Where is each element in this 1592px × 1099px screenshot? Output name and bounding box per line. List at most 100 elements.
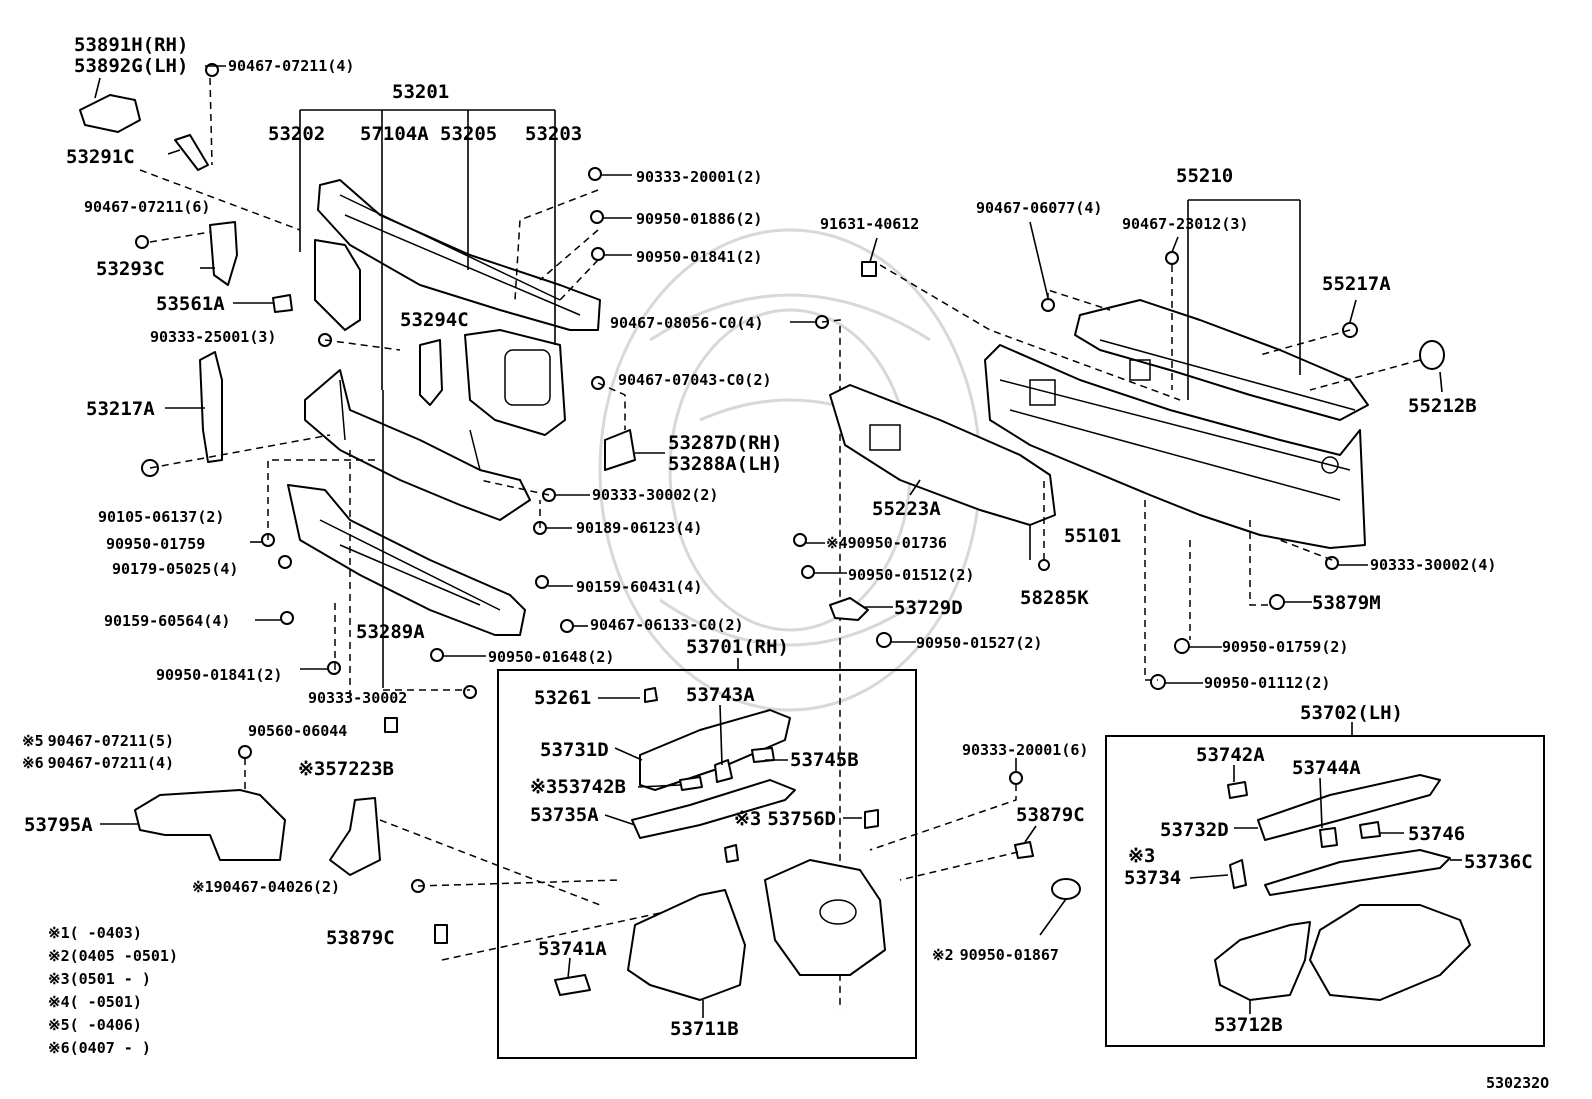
label-90333-30002-2: 90333-30002(2) — [592, 486, 718, 504]
note-mark: ※4 — [48, 993, 70, 1011]
note-range: (0405 -0501) — [70, 947, 178, 965]
mark-6: ※6 — [22, 754, 44, 772]
label-53745b: 53745B — [790, 749, 859, 771]
hood-hinge-bracket[interactable] — [79, 94, 141, 133]
label-90467-08056: 90467-08056-C0(4) — [610, 314, 764, 332]
bracket-53294c[interactable] — [419, 339, 443, 406]
apron-53711b[interactable] — [627, 889, 746, 1001]
label-53203: 53203 — [525, 123, 582, 145]
label-90333-25001: 90333-25001(3) — [150, 328, 276, 346]
upper-radiator-support[interactable] — [317, 179, 601, 331]
bracket-53291c[interactable] — [174, 134, 209, 171]
label-90950-01841-a: 90950-01841(2) — [156, 666, 282, 684]
label-90333-20001-6: 90333-20001(6) — [962, 741, 1088, 759]
label-53291c: 53291C — [66, 146, 135, 168]
label-90333-30002-4: 90333-30002(4) — [1370, 556, 1496, 574]
label-90179-05025: 90179-05025(4) — [112, 560, 238, 578]
label-53731d: 53731D — [540, 739, 609, 761]
bracket-57223b[interactable] — [329, 797, 381, 876]
label-57223b: ※357223B — [298, 758, 394, 780]
label-90189-06123: 90189-06123(4) — [576, 519, 702, 537]
note-range: (0407 - ) — [70, 1039, 151, 1057]
label-90467-07211-5-text: 90467-07211(5) — [48, 732, 174, 750]
label-90467-07211-4: 90467-07211(4) — [228, 57, 354, 75]
dash-panel-55101[interactable] — [984, 344, 1366, 549]
clip-53561a[interactable] — [272, 294, 293, 313]
label-53743a: 53743A — [686, 684, 755, 706]
label-90950-01112: 90950-01112(2) — [1204, 674, 1330, 692]
note-mark: ※5 — [48, 1016, 70, 1034]
label-90333-30002: 90333-30002 — [308, 689, 407, 707]
note-6: ※6(0407 - ) — [48, 1039, 151, 1057]
dash-panel-upper-55210[interactable] — [1074, 299, 1369, 421]
note-range: ( -0501) — [70, 993, 142, 1011]
label-53795a: 53795A — [24, 814, 93, 836]
box-53701-rh — [497, 658, 917, 1059]
diagram-code: 530232O — [1486, 1074, 1549, 1092]
note-3: ※3(0501 - ) — [48, 970, 151, 988]
note-range: ( -0406) — [70, 1016, 142, 1034]
rail-53732d[interactable] — [1257, 774, 1441, 841]
label-53712b: 53712B — [1214, 1014, 1283, 1036]
label-53756d-text: 53756D — [767, 808, 836, 830]
tower-rh[interactable] — [764, 859, 886, 976]
bracket-53217a[interactable] — [199, 351, 223, 463]
label-53729d: 53729D — [894, 597, 963, 619]
label-53879m: 53879M — [1312, 592, 1381, 614]
rail-53736c[interactable] — [1264, 849, 1451, 896]
label-53294c: 53294C — [400, 309, 469, 331]
side-support-right[interactable] — [464, 329, 566, 436]
label-90560-06044: 90560-06044 — [248, 722, 347, 740]
label-90950-01841-b: 90950-01841(2) — [636, 248, 762, 266]
tower-lh[interactable] — [1309, 904, 1471, 1001]
mark-1: ※1 — [192, 878, 214, 896]
label-53201: 53201 — [392, 81, 449, 103]
label-53741a: 53741A — [538, 938, 607, 960]
label-90950-01759: 90950-01759 — [106, 535, 205, 553]
label-53892g: 53892G(LH) — [74, 55, 188, 77]
label-53879c-right: 53879C — [1016, 804, 1085, 826]
label-90467-07211-6: 90467-07211(6) — [84, 198, 210, 216]
label-53702: 53702(LH) — [1300, 702, 1403, 724]
label-53701: 53701(RH) — [686, 636, 789, 658]
rail-53735a[interactable] — [631, 779, 796, 839]
mark-4: ※4 — [826, 534, 848, 552]
lower-radiator-support[interactable] — [304, 369, 531, 521]
label-53744a: 53744A — [1292, 757, 1361, 779]
bracket-53287d[interactable] — [604, 429, 636, 471]
note-5: ※5( -0406) — [48, 1016, 142, 1034]
footnote-legend: ※1( -0403) ※2(0405 -0501) ※3(0501 - ) ※4… — [48, 924, 178, 1057]
side-support-left[interactable] — [314, 239, 361, 331]
bracket-53795a[interactable] — [134, 789, 286, 861]
label-55223a: 55223A — [872, 498, 941, 520]
label-90333-20001-2: 90333-20001(2) — [636, 168, 762, 186]
label-53561a: 53561A — [156, 293, 225, 315]
label-90950-01512: 90950-01512(2) — [848, 566, 974, 584]
mark-2: ※2 — [932, 946, 954, 964]
note-4: ※4( -0501) — [48, 993, 142, 1011]
label-90950-01527: 90950-01527(2) — [916, 634, 1042, 652]
label-91631-40612: 91631-40612 — [820, 215, 919, 233]
bracket-53293c[interactable] — [209, 221, 238, 286]
label-90467-07211-4b-text: 90467-07211(4) — [48, 754, 174, 772]
label-53742a: 53742A — [1196, 744, 1265, 766]
dash-panel-group — [793, 199, 1445, 690]
silencer-55223a[interactable] — [829, 384, 1056, 526]
apron-53712b[interactable] — [1214, 921, 1311, 1001]
engine-undercover[interactable] — [287, 484, 526, 636]
label-90950-01759-2: 90950-01759(2) — [1222, 638, 1348, 656]
label-90159-60431: 90159-60431(4) — [576, 578, 702, 596]
note-1: ※1( -0403) — [48, 924, 142, 942]
label-55217a: 55217A — [1322, 273, 1391, 295]
label-53288a: 53288A(LH) — [668, 453, 782, 475]
label-58285k: 58285K — [1020, 587, 1089, 609]
label-90159-60564: 90159-60564(4) — [104, 612, 230, 630]
label-90950-01648: 90950-01648(2) — [488, 648, 614, 666]
label-53205: 53205 — [440, 123, 497, 145]
bracket-53729d[interactable] — [829, 597, 869, 621]
label-90467-06133: 90467-06133-C0(2) — [590, 616, 744, 634]
